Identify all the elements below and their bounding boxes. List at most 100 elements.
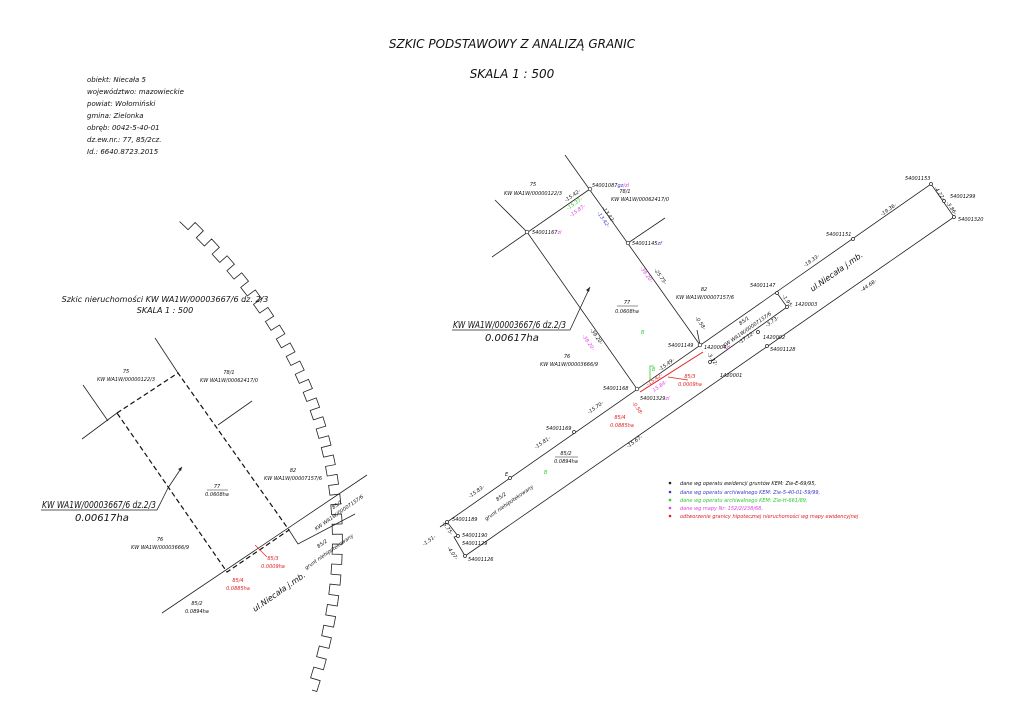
point-marker-b: B — [641, 330, 645, 336]
legend-text: dane wg operatu archiwalnego KEM: Zie-5-… — [680, 490, 820, 496]
point-number: 54001128 — [770, 347, 795, 353]
parcel-label: 82 — [290, 468, 296, 474]
land-note: grunt niehipotekowany — [304, 533, 356, 572]
point-number: 54001169 — [546, 426, 571, 432]
point-number: 54001129 — [462, 541, 487, 547]
point-number: 54001190 — [462, 533, 487, 539]
point-number: 54001087gz/zl — [592, 183, 630, 189]
parcel-label: 76 — [157, 537, 163, 543]
parcel-label: 75 — [123, 369, 129, 375]
measurement: -25.75- — [652, 268, 667, 286]
zigzag-break-line — [179, 221, 343, 693]
survey-points — [445, 182, 956, 558]
parcel-label: 76 — [564, 354, 570, 360]
object-info: obiekt: Niecała 5 województwo: mazowieck… — [86, 76, 184, 156]
measurement: -4.07- — [445, 546, 458, 562]
parcel-label: 85/4 — [232, 578, 243, 584]
legend-text: dane wg mapy Nr: 152/2/238/68, — [680, 506, 763, 512]
kw-label: KW WA1W/00003666/9 — [540, 362, 598, 368]
point-number: 54001153 — [905, 176, 930, 182]
parcel-label: 82 — [701, 287, 707, 293]
parcel-label: 78/1 — [223, 370, 234, 376]
legend-dot-icon — [668, 490, 672, 494]
point-number: 54001167zl — [532, 230, 562, 236]
left-853-leader — [254, 544, 268, 558]
land-note: grunt niehipotekowany — [484, 484, 536, 523]
measurement: -19.36- — [880, 202, 898, 217]
measurement: -15.81- — [534, 435, 552, 450]
area-label: 0.0608ha — [205, 492, 229, 498]
measurement: -15.83- — [468, 484, 486, 499]
point-number: 54001168 — [603, 386, 628, 392]
point-number: 54001126 — [468, 557, 493, 563]
kw-label: KW WA1W/00000122/3 — [504, 191, 562, 197]
parcel-label: 85/2 — [560, 451, 571, 457]
info-line: województwo: mazowieckie — [87, 88, 184, 96]
area-label: 0.0894ha — [185, 609, 209, 615]
point-number: 1420003 — [795, 302, 817, 308]
main-kw-label: KW WA1W/00003667/6 dz.2/3 — [42, 500, 156, 511]
kw-label: KW WA1W/00062417/0 — [611, 197, 669, 203]
main-area-label: 0.00617ha — [75, 513, 129, 524]
point-number: 54001189 — [452, 517, 477, 523]
parcel-label: 85/4 — [614, 415, 625, 421]
parcel-label: 78/1 — [619, 189, 630, 195]
parcel-label: 85/3 — [267, 556, 278, 562]
left-sketch: Szkic nieruchomości KW WA1W/00003667/6 d… — [41, 294, 368, 615]
parcel-label: 85/2 — [495, 492, 508, 503]
area-label: 0.0885ha — [226, 586, 250, 592]
legend-dot-icon — [668, 481, 672, 485]
area-label: 0.0009ha — [678, 382, 702, 388]
point-marker-e: E — [505, 472, 509, 478]
area-label: 0.0608ha — [615, 309, 639, 315]
point-number: 1420004zl — [704, 345, 731, 351]
parcel-label: 77 — [624, 300, 631, 306]
left-sketch-scale: SKALA 1 : 500 — [137, 306, 193, 315]
left-sketch-title: Szkic nieruchomości KW WA1W/00003667/6 d… — [62, 294, 269, 304]
kw-label: KW WA1W/00062417/0 — [200, 378, 258, 384]
red-restored-boundary — [639, 351, 704, 393]
sheet-scale: SKALA 1 : 500 — [470, 67, 555, 81]
parcel-label: 85/2 — [191, 601, 202, 607]
info-line: dz.ew.nr.: 77, 85/2cz. — [87, 136, 161, 144]
legend-dot-icon — [668, 498, 672, 502]
street-label: ul.Niecała j.mb. — [251, 571, 307, 614]
legend-item: dane wg operatu archiwalnego KEM: Zie-H-… — [668, 498, 808, 504]
measurement: -3.86- — [944, 201, 957, 217]
legend-text: dane wg operatu ewidencji gruntów KEM: Z… — [680, 480, 816, 487]
measurement: -19.33- — [803, 253, 821, 268]
legend: dane wg operatu ewidencji gruntów KEM: Z… — [668, 480, 859, 520]
kw-label: KW WA1W/00000122/3 — [97, 377, 155, 383]
green-marker — [649, 365, 654, 380]
main-area-label: 0.00617ha — [485, 333, 539, 344]
measurement: -0.58- — [630, 401, 643, 417]
area-label: 0.0885ha — [610, 423, 634, 429]
point-number: 54001149 — [668, 343, 693, 349]
left-parcel-dashed-boundary — [116, 372, 290, 573]
parcel-label: 77 — [214, 484, 221, 490]
measurement: -1.51- — [422, 534, 438, 547]
red-853-leader — [667, 376, 689, 381]
legend-item: odtworzenie granicy hipotecznej nierucho… — [668, 513, 859, 520]
arrow-icon — [586, 287, 590, 292]
info-line: obręb: 0042-5-40-01 — [87, 124, 160, 132]
kw-label: KW WA1W/00007157/6 — [676, 295, 734, 301]
info-line: Id.: 6640.8723.2015 — [87, 148, 159, 156]
point-number: 54001147 — [750, 283, 776, 289]
parcel-label: 85/1 — [331, 500, 344, 511]
sheet-title: SZKIC PODSTAWOWY Z ANALIZĄ GRANIC — [389, 37, 636, 51]
parcel-label: 85/1 — [738, 316, 751, 327]
measurement: -39.20- — [638, 266, 653, 284]
measurement: -4.22- — [932, 186, 945, 202]
legend-dot-icon — [668, 514, 672, 518]
area-label: 0.0009ha — [261, 564, 285, 570]
point-number: 54001299 — [950, 194, 975, 200]
legend-text: dane wg operatu archiwalnego KEM: Zie-H-… — [680, 498, 808, 504]
kw-label: KW WA1W/00003666/9 — [131, 545, 189, 551]
legend-dot-icon — [668, 506, 672, 510]
measurement: -3.32- — [705, 352, 718, 368]
legend-item: dane wg operatu ewidencji gruntów KEM: Z… — [668, 480, 816, 487]
point-numbers: 54001087gz/zl 54001167zl 54001145zf 5400… — [452, 176, 983, 563]
legend-item: dane wg operatu archiwalnego KEM: Zie-5-… — [668, 490, 820, 496]
